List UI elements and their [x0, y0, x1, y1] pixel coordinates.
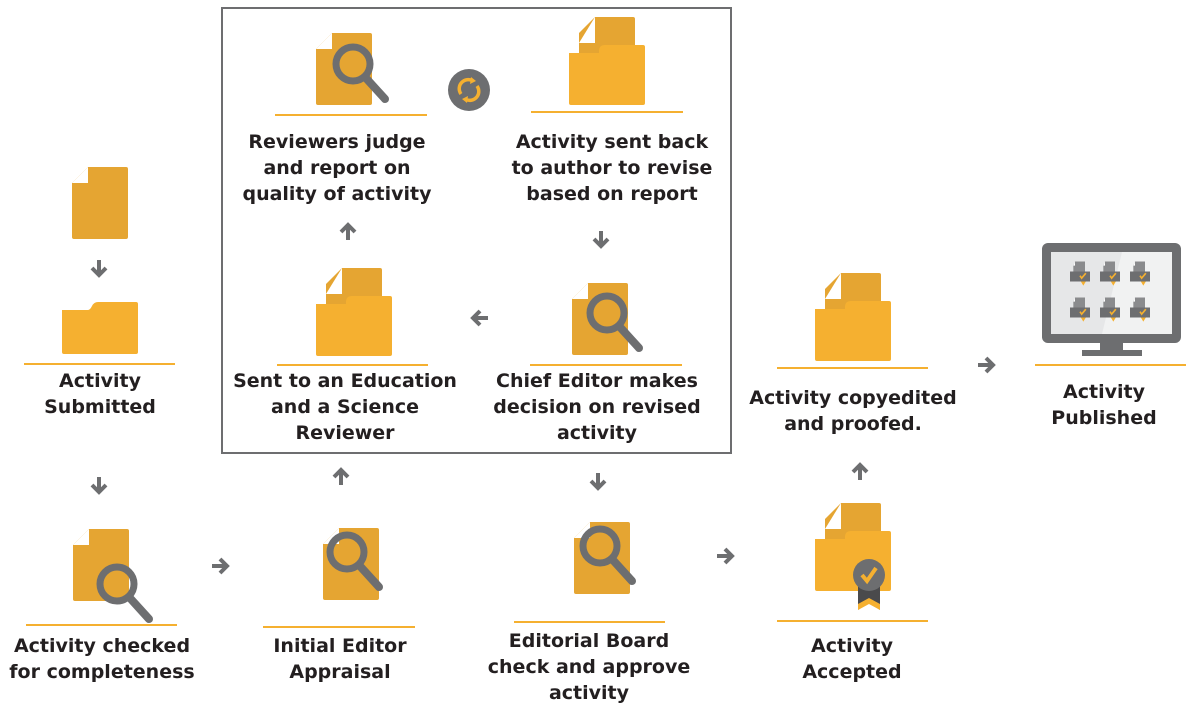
- step-label: Activity checked for completeness: [9, 635, 195, 683]
- arrow-up-icon: [331, 467, 351, 487]
- step-underline: [24, 363, 175, 365]
- step-underline: [26, 624, 177, 626]
- arrow-up-icon: [338, 222, 358, 242]
- step-underline: [530, 364, 682, 366]
- step-underline: [263, 626, 415, 628]
- arrow-right-icon: [715, 546, 735, 566]
- step-label: Activity copyedited and proofed.: [749, 387, 957, 435]
- document-in-folder-icon: [815, 273, 891, 361]
- document-in-folder-icon: [316, 268, 392, 356]
- magnifier-icon: [585, 291, 645, 355]
- step-underline: [777, 620, 928, 622]
- step-label: Chief Editor makes decision on revised a…: [493, 370, 701, 444]
- arrow-down-icon: [89, 258, 109, 278]
- step-underline: [275, 114, 427, 116]
- arrow-right-icon: [210, 556, 230, 576]
- refresh-cycle-icon: [448, 69, 490, 111]
- step-label: Editorial Board check and approve activi…: [487, 630, 691, 704]
- step-label: Initial Editor Appraisal: [273, 635, 407, 683]
- step-underline: [777, 367, 928, 369]
- magnifier-icon: [95, 562, 155, 626]
- award-badge-icon: [853, 559, 885, 610]
- arrow-down-icon: [588, 471, 608, 491]
- peer-review-loop-box: [221, 7, 732, 454]
- document-icon: [72, 167, 128, 239]
- folder-icon: [62, 302, 138, 354]
- magnifier-icon: [578, 524, 638, 588]
- step-label: Activity Published: [1051, 381, 1157, 429]
- arrow-down-icon: [89, 475, 109, 495]
- step-label: Activity sent back to author to revise b…: [511, 131, 713, 205]
- document-in-folder-icon: [569, 17, 645, 105]
- step-label: Reviewers judge and report on quality of…: [242, 131, 432, 205]
- step-label: Activity Accepted: [802, 635, 902, 683]
- step-label: Activity Submitted: [44, 370, 156, 418]
- arrow-down-icon: [591, 229, 611, 249]
- arrow-up-icon: [850, 462, 870, 482]
- step-underline: [531, 111, 683, 113]
- step-underline: [514, 621, 665, 623]
- step-underline: [1035, 364, 1186, 366]
- arrow-right-icon: [976, 355, 996, 375]
- monitor-publications-icon: [1042, 243, 1181, 356]
- step-underline: [277, 364, 428, 366]
- magnifier-icon: [325, 530, 385, 594]
- magnifier-icon: [331, 42, 391, 106]
- arrow-left-icon: [470, 308, 490, 328]
- step-label: Sent to an Education and a Science Revie…: [233, 370, 457, 444]
